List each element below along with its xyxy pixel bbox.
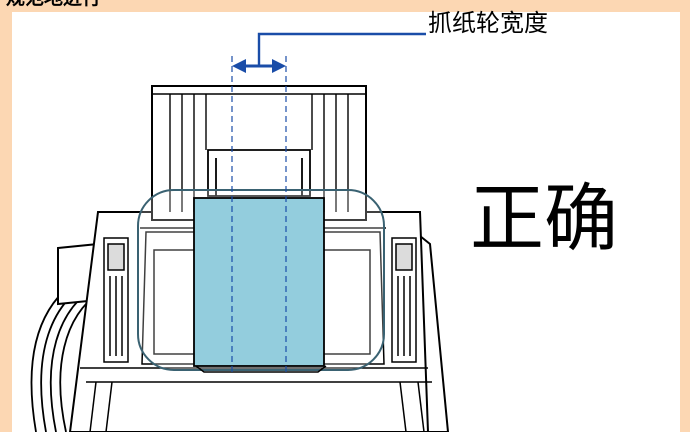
right-paper-guide bbox=[391, 237, 417, 363]
callout-leader bbox=[257, 32, 426, 66]
paper-sheet bbox=[193, 197, 325, 367]
frame-left-band bbox=[0, 0, 12, 432]
chute-ribs bbox=[152, 93, 366, 212]
left-paper-guide bbox=[103, 237, 129, 363]
roller-width-guides bbox=[231, 56, 287, 372]
frame-top-band bbox=[0, 0, 690, 12]
callout-label: 抓纸轮宽度 bbox=[428, 9, 548, 37]
frame-right-band bbox=[680, 0, 690, 432]
status-label: 正确 bbox=[470, 176, 618, 262]
header-text: 规范地进行 bbox=[6, 0, 101, 8]
paper-bottom-edge bbox=[195, 365, 327, 373]
